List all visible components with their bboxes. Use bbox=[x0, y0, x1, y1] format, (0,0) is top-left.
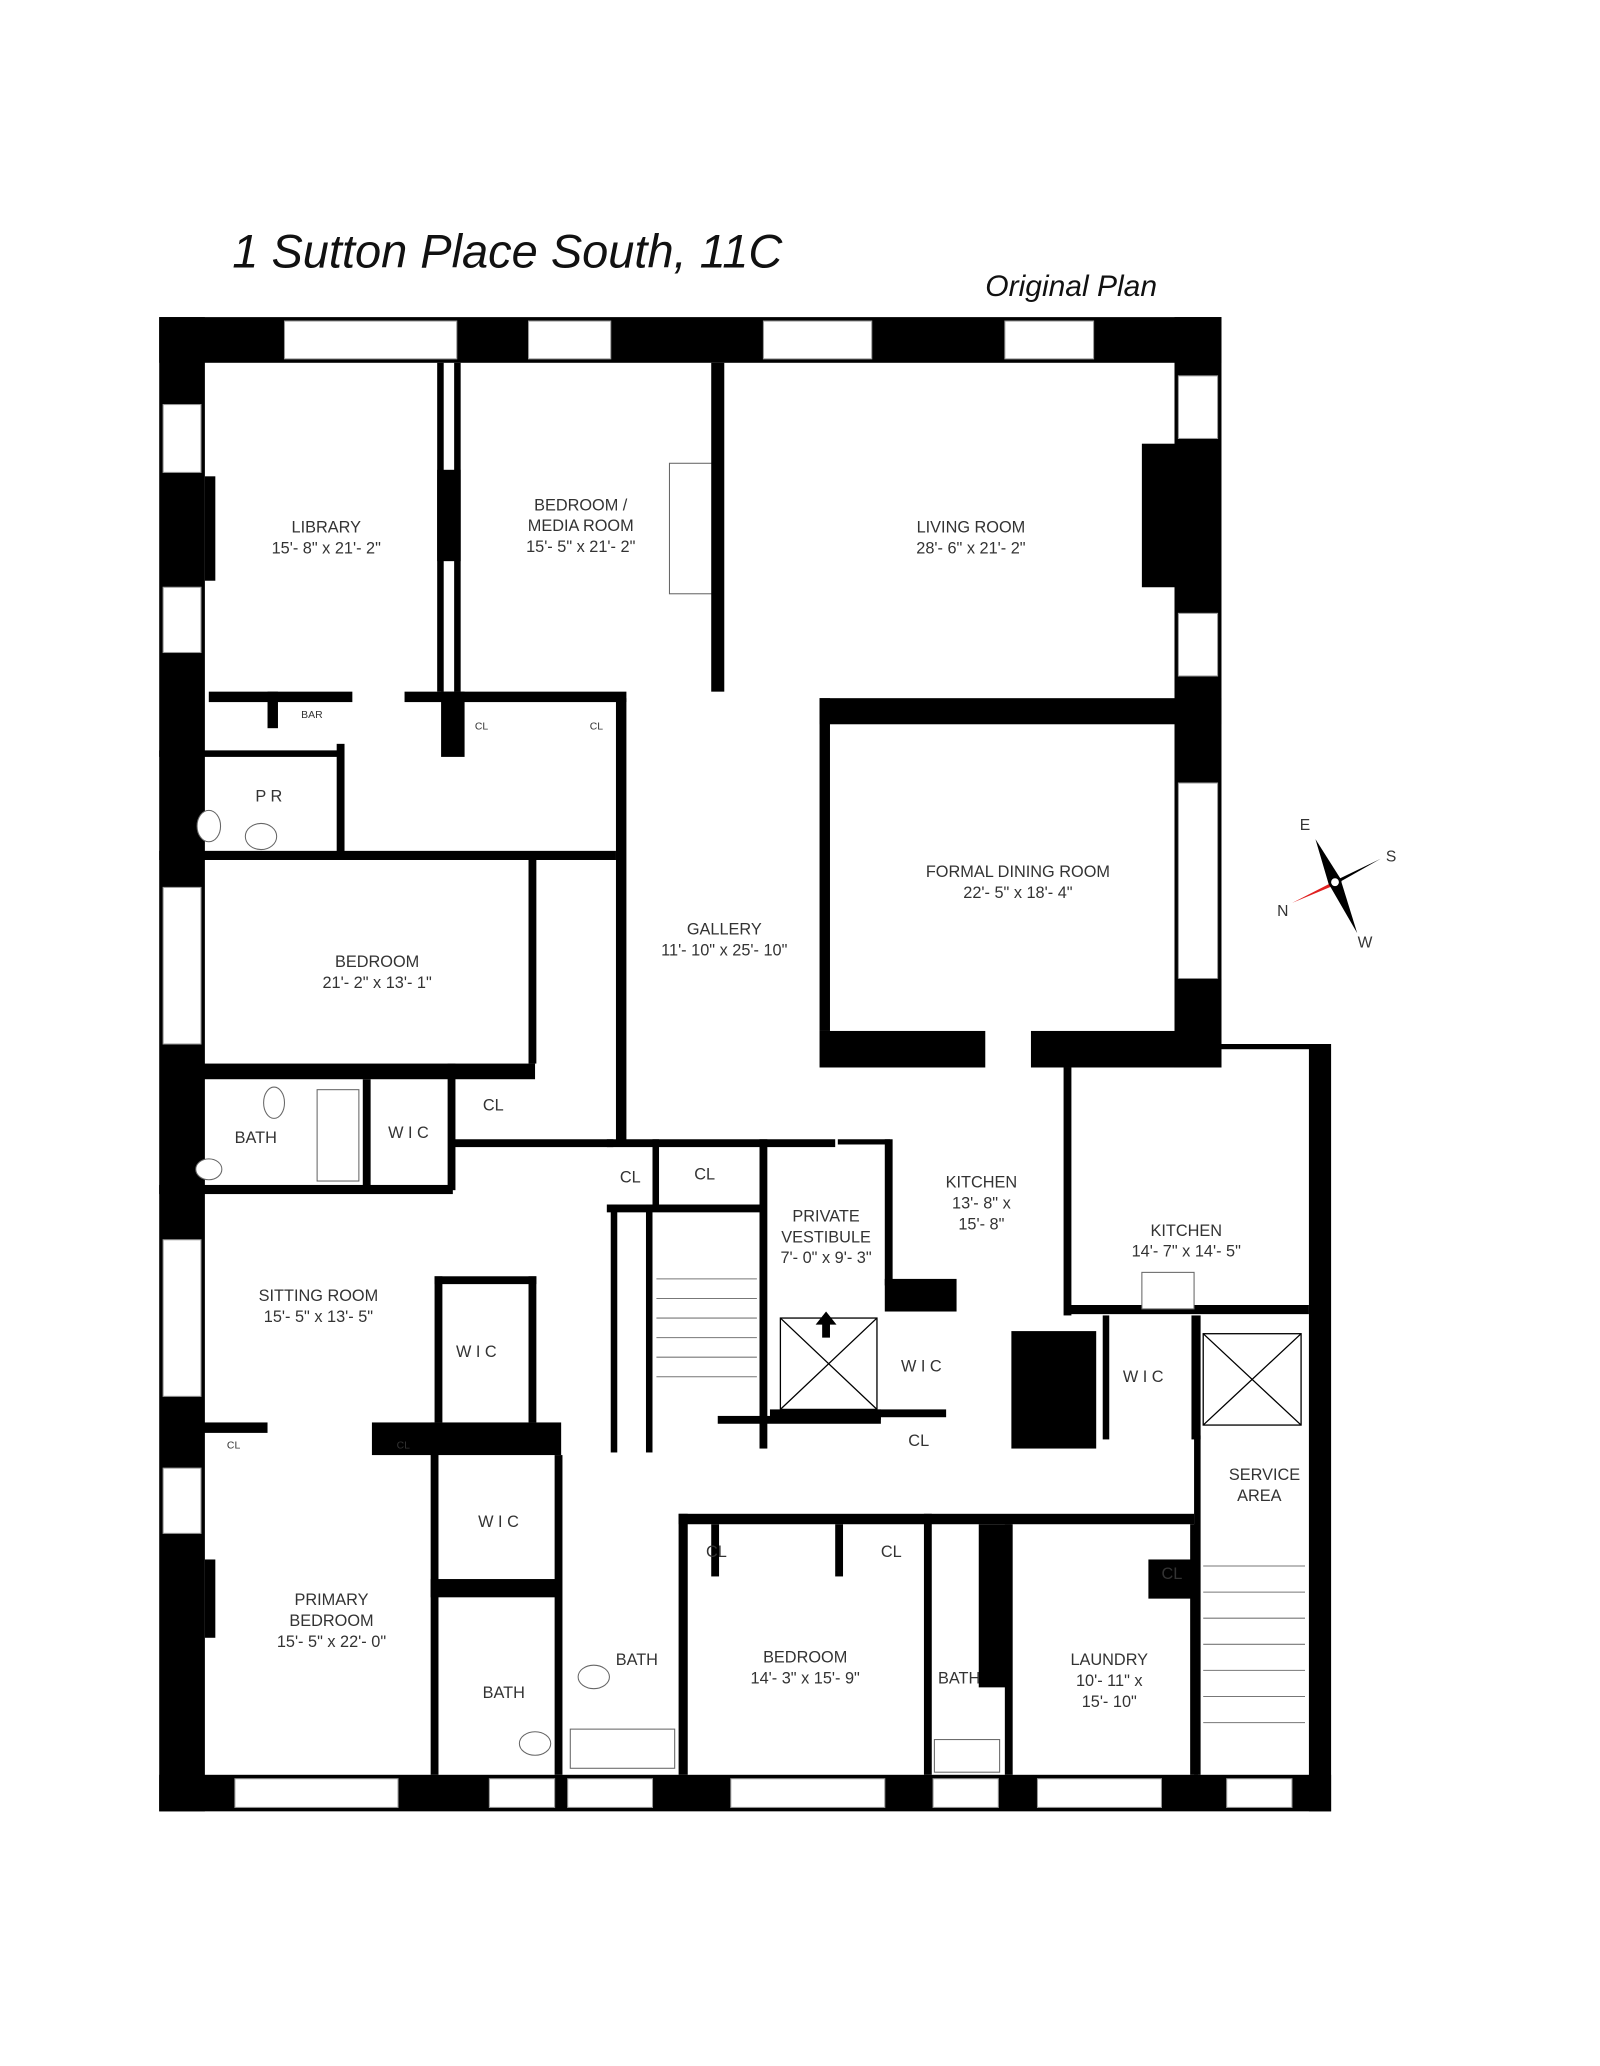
room-laundry: LAUNDRY 10'- 11" x 15'- 10" bbox=[1070, 1651, 1148, 1711]
room-sitting: SITTING ROOM 15'- 5" x 13'- 5" bbox=[259, 1287, 379, 1326]
plan-title: 1 Sutton Place South, 11C bbox=[232, 225, 783, 278]
room-name: GALLERY bbox=[687, 920, 762, 938]
closet-small: CL bbox=[397, 1441, 411, 1452]
closet-small: CL bbox=[590, 721, 604, 732]
closet: CL bbox=[620, 1168, 641, 1186]
compass-east: E bbox=[1300, 817, 1310, 834]
room-name: BEDROOM bbox=[763, 1649, 847, 1667]
room-kitchen-1: KITCHEN 13'- 8" x 15'- 8" bbox=[946, 1174, 1018, 1234]
room-dimensions: 15'- 5" x 22'- 0" bbox=[277, 1633, 387, 1651]
room-name: LAUNDRY bbox=[1070, 1651, 1148, 1669]
room-dimensions: 14'- 3" x 15'- 9" bbox=[751, 1669, 861, 1687]
room-wic: W I C bbox=[388, 1124, 429, 1142]
room-bath: BATH bbox=[938, 1669, 980, 1687]
room-dimensions: 15'- 8" bbox=[958, 1215, 1004, 1233]
room-bedroom: BEDROOM 21'- 2" x 13'- 1" bbox=[322, 953, 432, 992]
compass-north: N bbox=[1277, 903, 1288, 920]
walls bbox=[159, 317, 1332, 1812]
room-dimensions: 22'- 5" x 18'- 4" bbox=[963, 884, 1073, 902]
room-private-vestibule: PRIVATE VESTIBULE 7'- 0" x 9'- 3" bbox=[780, 1207, 871, 1267]
room-name: LIVING ROOM bbox=[917, 518, 1026, 536]
room-library: LIBRARY 15'- 8" x 21'- 2" bbox=[272, 518, 382, 557]
room-name: PRIVATE bbox=[792, 1207, 859, 1225]
room-name: SERVICE bbox=[1229, 1466, 1300, 1484]
closet: CL bbox=[881, 1543, 902, 1561]
room-name: BEDROOM / bbox=[534, 496, 628, 514]
room-name: SITTING ROOM bbox=[259, 1287, 379, 1305]
room-dimensions: 15'- 5" x 13'- 5" bbox=[264, 1308, 374, 1326]
closet: CL bbox=[706, 1543, 727, 1561]
room-dimensions: 13'- 8" x bbox=[952, 1194, 1011, 1212]
room-dimensions: 15'- 10" bbox=[1082, 1693, 1137, 1711]
room-formal-dining: FORMAL DINING ROOM 22'- 5" x 18'- 4" bbox=[926, 863, 1110, 902]
closet-small: CL bbox=[475, 721, 489, 732]
room-bath: BATH bbox=[235, 1129, 277, 1147]
room-bath: BATH bbox=[483, 1684, 525, 1702]
room-dimensions: 7'- 0" x 9'- 3" bbox=[780, 1249, 871, 1267]
room-dimensions: 10'- 11" x bbox=[1076, 1672, 1143, 1690]
room-dimensions: 28'- 6" x 21'- 2" bbox=[916, 539, 1026, 557]
closet: CL bbox=[483, 1097, 504, 1115]
room-service-area: SERVICE AREA bbox=[1229, 1466, 1300, 1505]
room-dimensions: 14'- 7" x 14'- 5" bbox=[1132, 1243, 1242, 1261]
room-wic: W I C bbox=[901, 1358, 942, 1376]
room-wic: W I C bbox=[456, 1343, 497, 1361]
room-gallery: GALLERY 11'- 10" x 25'- 10" bbox=[661, 920, 787, 959]
compass-rose-icon: E S N W bbox=[1277, 817, 1396, 951]
room-name: VESTIBULE bbox=[781, 1228, 871, 1246]
room-dimensions: 11'- 10" x 25'- 10" bbox=[661, 941, 787, 959]
compass-west: W bbox=[1358, 934, 1373, 951]
room-name: BEDROOM bbox=[289, 1612, 373, 1630]
room-bedroom-media: BEDROOM / MEDIA ROOM 15'- 5" x 21'- 2" bbox=[526, 496, 636, 556]
room-name: LIBRARY bbox=[292, 518, 362, 536]
room-name: KITCHEN bbox=[946, 1174, 1018, 1192]
closet: CL bbox=[908, 1432, 929, 1450]
closet: CL bbox=[694, 1166, 715, 1184]
closet-small: CL bbox=[227, 1441, 241, 1452]
room-name: BEDROOM bbox=[335, 953, 419, 971]
room-dimensions: 15'- 5" x 21'- 2" bbox=[526, 538, 636, 556]
room-name: AREA bbox=[1237, 1487, 1282, 1505]
compass-south: S bbox=[1386, 848, 1396, 865]
room-bath: BATH bbox=[616, 1651, 658, 1669]
room-kitchen-2: KITCHEN 14'- 7" x 14'- 5" bbox=[1132, 1222, 1242, 1261]
room-dimensions: 15'- 8" x 21'- 2" bbox=[272, 539, 382, 557]
room-bedroom-3: BEDROOM 14'- 3" x 15'- 9" bbox=[751, 1649, 861, 1688]
room-primary-bedroom: PRIMARY BEDROOM 15'- 5" x 22'- 0" bbox=[277, 1591, 387, 1651]
room-wic: W I C bbox=[478, 1513, 519, 1531]
closet: CL bbox=[1161, 1565, 1182, 1583]
room-wic: W I C bbox=[1123, 1368, 1164, 1386]
room-bar: BAR bbox=[301, 710, 323, 721]
room-name: KITCHEN bbox=[1150, 1222, 1222, 1240]
room-name: FORMAL DINING ROOM bbox=[926, 863, 1110, 881]
room-powder: P R bbox=[255, 787, 282, 805]
plan-subtitle: Original Plan bbox=[985, 270, 1157, 303]
arrow-up-icon bbox=[815, 1311, 837, 1338]
room-name: MEDIA ROOM bbox=[528, 517, 634, 535]
room-living: LIVING ROOM 28'- 6" x 21'- 2" bbox=[916, 518, 1026, 557]
room-dimensions: 21'- 2" x 13'- 1" bbox=[322, 974, 432, 992]
room-name: PRIMARY bbox=[294, 1591, 368, 1609]
